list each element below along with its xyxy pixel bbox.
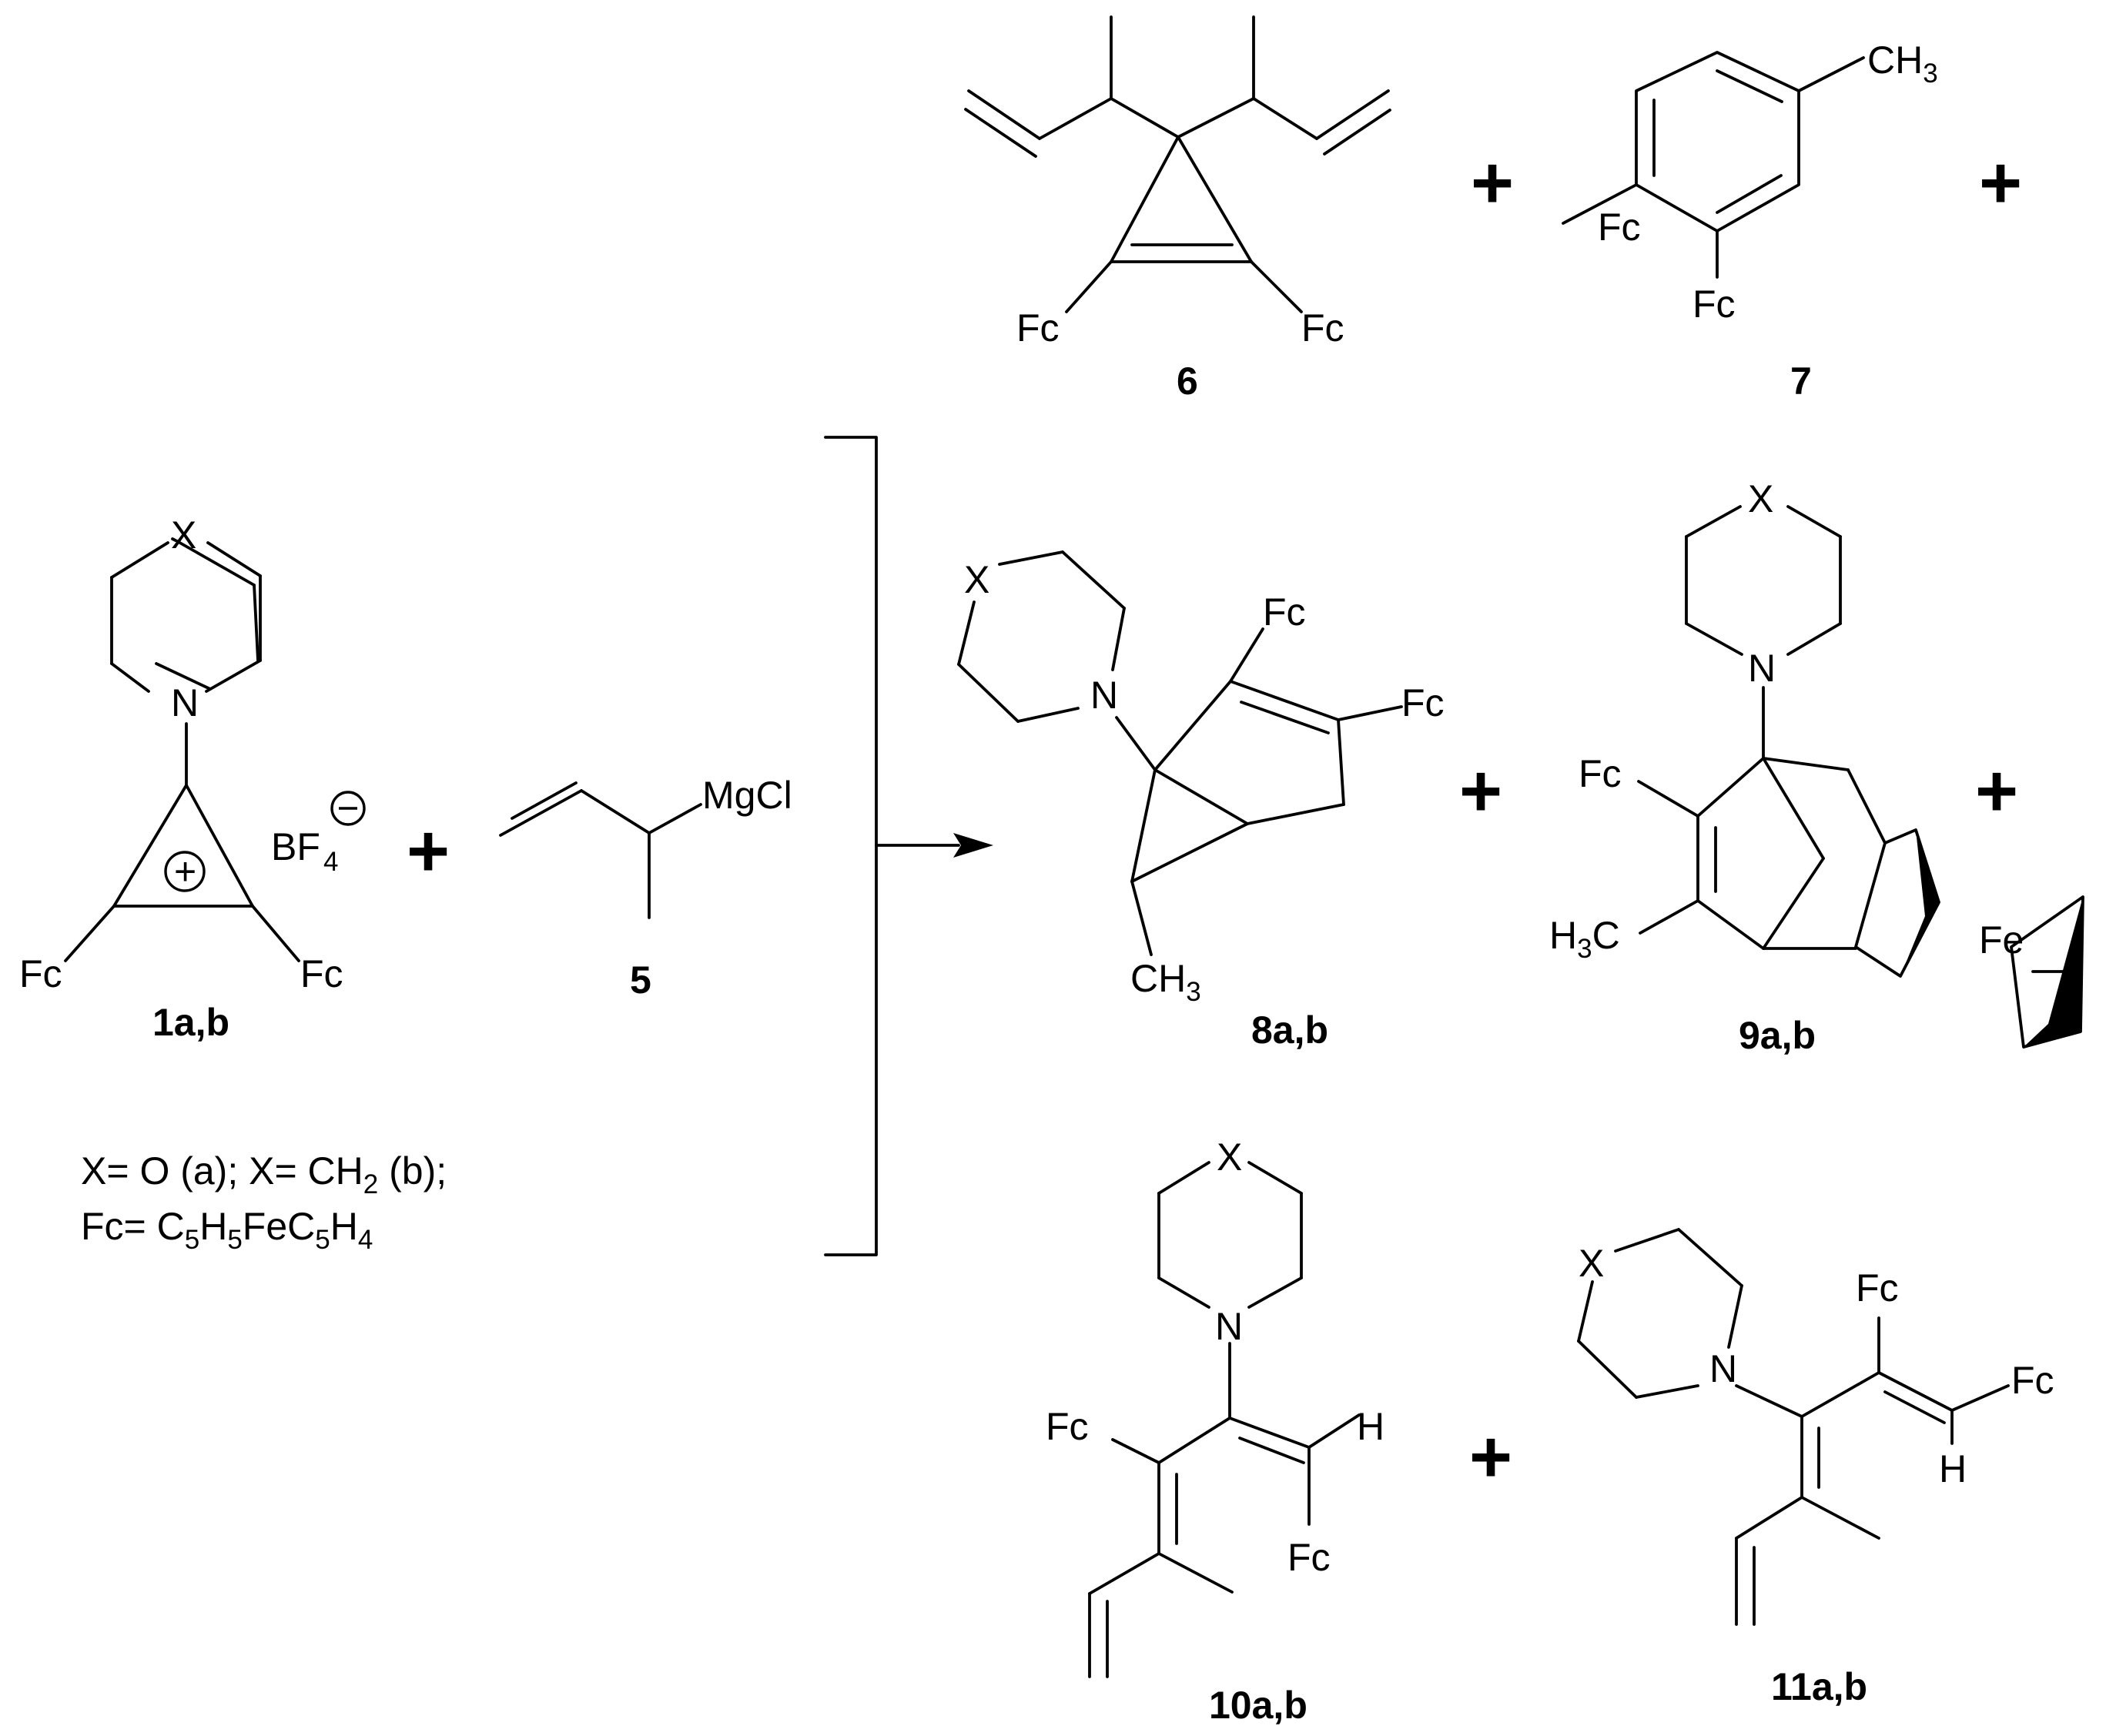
atom-n: N [171, 681, 199, 724]
atom-fc: Fc [1046, 1405, 1089, 1448]
anion-charge-circle [330, 791, 366, 826]
reaction-bracket [824, 436, 960, 1256]
atom-fc: Fc [1598, 206, 1641, 249]
compound-11-structure [1577, 1228, 2010, 1626]
label-7: 7 [1790, 360, 1812, 403]
atom-fe: Fe [1979, 918, 2024, 962]
plus-sign: + [407, 810, 450, 892]
atom-methyl: CH3 [1130, 957, 1201, 1007]
atom-x: X [1579, 1242, 1604, 1285]
compound-7-structure [1562, 51, 1865, 279]
atom-mgcl: MgCl [702, 774, 792, 817]
label-8ab: 8a,b [1251, 1008, 1328, 1052]
atom-fc: Fc [1693, 283, 1736, 326]
atom-x: X [1217, 1136, 1242, 1179]
label-1ab: 1a,b [152, 1001, 229, 1044]
plus-sign: + [1979, 142, 2022, 224]
atom-fc: Fc [2011, 1359, 2054, 1402]
compound-1-structure [64, 537, 300, 962]
plus-sign: + [1975, 750, 2018, 832]
legend-x-definition: X= O (a); X= CH2 (b); [81, 1149, 447, 1199]
atom-fc: Fc [1287, 1536, 1331, 1579]
label-11ab: 11a,b [1771, 1665, 1867, 1708]
compound-8-structure [957, 550, 1403, 956]
label-9ab: 9a,b [1739, 1014, 1816, 1057]
atom-x: X [964, 558, 989, 601]
cp-wedge [1900, 830, 1939, 976]
atom-h: H [1939, 1447, 1967, 1490]
compound-5-structure [499, 781, 702, 919]
atom-x: X [1748, 477, 1773, 520]
atom-fc: Fc [1401, 681, 1445, 724]
cp-wedge [2024, 897, 2083, 1047]
cation-charge: + [174, 850, 196, 893]
compound-9-structure [1637, 505, 2084, 1049]
legend-fc-definition: Fc= C5H5FeC5H4 [81, 1205, 373, 1255]
atom-fc: Fc [1016, 306, 1060, 350]
compound-6-structure [964, 15, 1391, 313]
atom-fc: Fc [300, 952, 343, 995]
reaction-arrow-head [953, 833, 993, 858]
atom-n: N [1748, 647, 1776, 690]
atom-methyl: CH3 [1867, 38, 1938, 89]
plus-sign: + [1459, 750, 1502, 832]
atom-fc: Fc [1579, 752, 1622, 795]
label-6: 6 [1177, 360, 1198, 403]
atom-n: N [1215, 1305, 1243, 1348]
counterion-bf4: BF [271, 825, 320, 868]
label-5: 5 [630, 958, 651, 1002]
atom-methyl: H3C [1549, 914, 1620, 964]
subscript-4: 4 [323, 847, 338, 877]
atom-x: X [171, 513, 196, 557]
atom-h: H [1357, 1405, 1384, 1448]
atom-fc: Fc [19, 952, 62, 995]
atom-fc: Fc [1263, 590, 1306, 634]
atom-n: N [1090, 674, 1118, 717]
compound-10-structure [1088, 1161, 1361, 1678]
label-10ab: 10a,b [1209, 1684, 1307, 1727]
plus-sign: + [1471, 142, 1514, 224]
atom-fc: Fc [1856, 1266, 1899, 1310]
atom-n: N [1709, 1347, 1737, 1390]
plus-sign: + [1469, 1416, 1512, 1498]
atom-fc: Fc [1301, 306, 1344, 350]
